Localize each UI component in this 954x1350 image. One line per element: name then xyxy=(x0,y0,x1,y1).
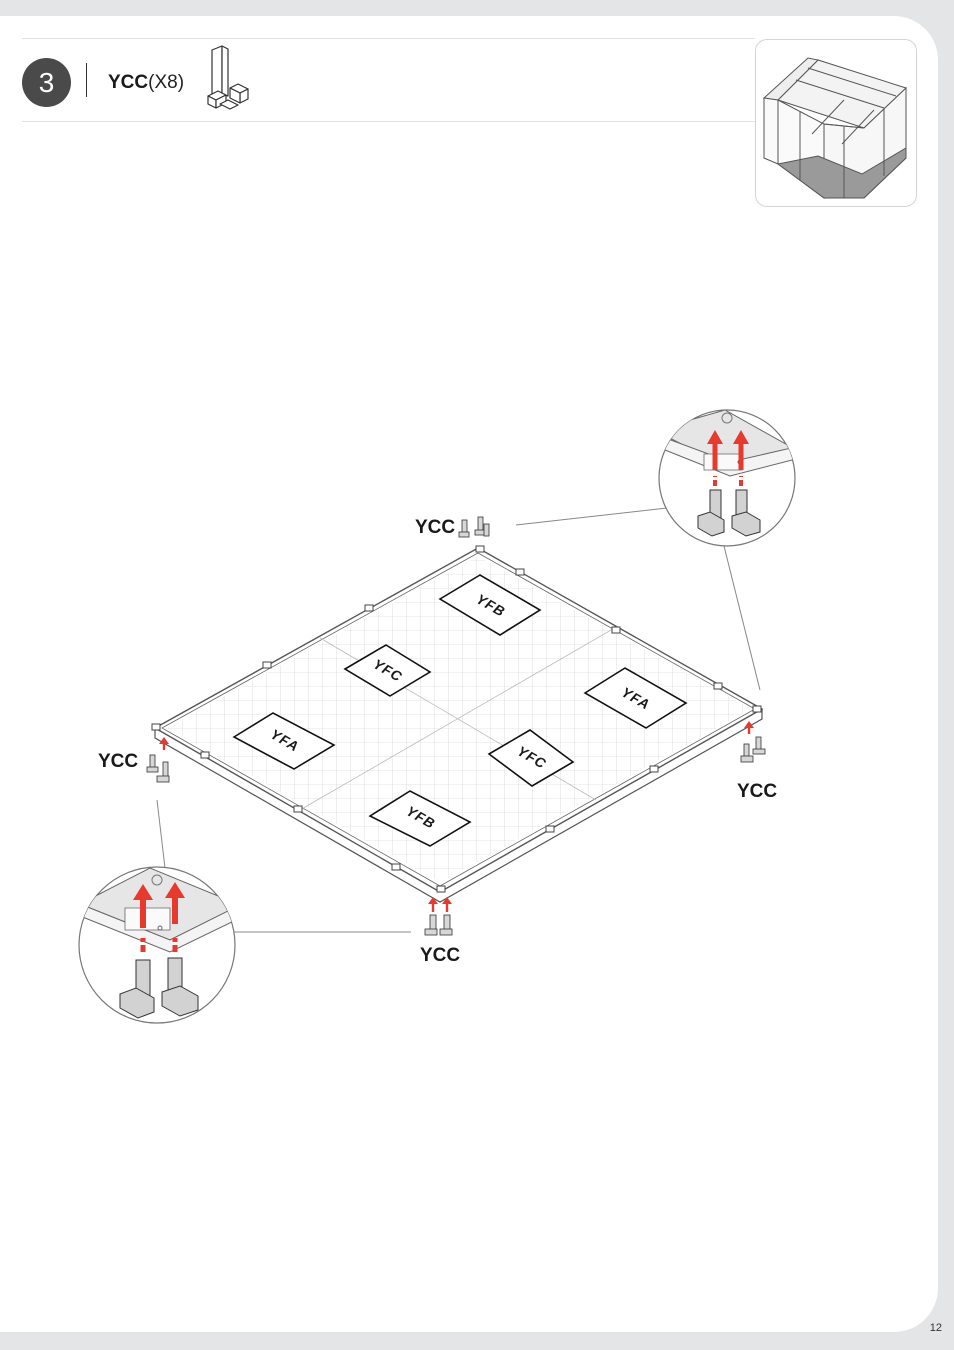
detail-zoom-top-right xyxy=(655,410,800,546)
callout-ycc-right: YCC xyxy=(737,781,777,802)
callout-ycc-top: YCC xyxy=(415,517,455,538)
ycc-pins-top xyxy=(459,517,489,537)
page-number: 12 xyxy=(930,1322,942,1334)
ycc-pins-left xyxy=(147,737,169,782)
callout-ycc-bottom: YCC xyxy=(420,945,460,966)
ycc-pins-right xyxy=(741,721,765,762)
callout-ycc-left: YCC xyxy=(98,751,138,772)
detail-zoom-bottom-left xyxy=(79,867,240,1023)
ycc-pins-bottom xyxy=(425,897,452,935)
